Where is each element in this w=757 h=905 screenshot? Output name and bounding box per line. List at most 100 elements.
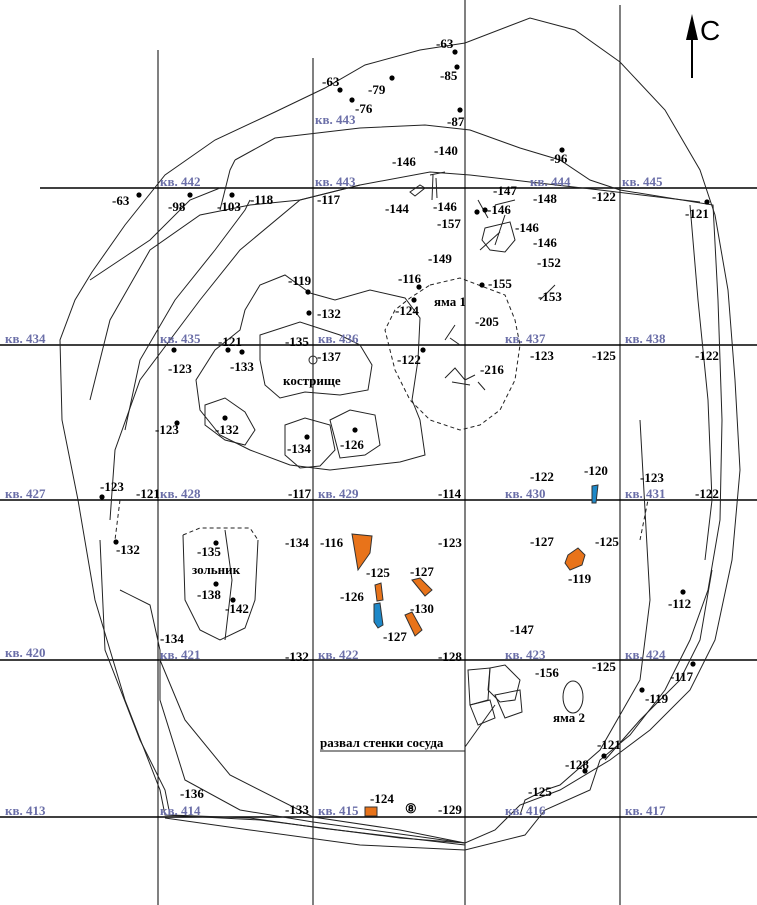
elevation-label: -123 xyxy=(640,470,664,485)
square-label: кв. 443 xyxy=(315,112,356,127)
elevation-label: -128 xyxy=(438,649,462,664)
elevation-label: -85 xyxy=(440,68,458,83)
elevation-point xyxy=(239,349,245,355)
square-label: кв. 445 xyxy=(622,174,663,189)
square-label: кв. 444 xyxy=(530,174,571,189)
elevation-point xyxy=(213,581,219,587)
square-label: кв. 443 xyxy=(315,174,356,189)
elevation-label: -152 xyxy=(537,255,561,270)
elevation-label: -119 xyxy=(645,691,669,706)
vessel-label: развал стенки сосуда xyxy=(320,735,444,750)
elevation-label: -126 xyxy=(340,437,364,452)
square-label: кв. 423 xyxy=(505,647,546,662)
elevation-label: -112 xyxy=(668,596,691,611)
feature-labels: яма 1 яма 2 кострище зольник развал стен… xyxy=(192,294,585,816)
blue-find xyxy=(373,602,384,629)
elevation-label: -79 xyxy=(368,82,386,97)
square-label: кв. 437 xyxy=(505,331,546,346)
elevation-point xyxy=(305,289,311,295)
square-label: кв. 430 xyxy=(505,486,546,501)
elevation-label: -125 xyxy=(592,348,616,363)
elevation-point xyxy=(229,192,235,198)
square-label: кв. 434 xyxy=(5,331,46,346)
elevation-label: -96 xyxy=(550,151,568,166)
elevation-point xyxy=(171,347,177,353)
elevation-point xyxy=(416,284,422,290)
square-label: кв. 420 xyxy=(5,645,46,660)
hearth-label: кострище xyxy=(283,373,341,388)
north-arrow: С xyxy=(686,14,720,78)
ceramic-finds xyxy=(351,484,599,817)
elevation-label: -117 xyxy=(317,192,341,207)
elevation-label: -135 xyxy=(197,544,221,559)
elevation-label: -63 xyxy=(112,193,130,208)
elevation-label: -124 xyxy=(395,303,419,318)
elevation-label: -121 xyxy=(218,334,242,349)
elevation-label: -122 xyxy=(695,486,719,501)
elevation-label: -146 xyxy=(515,220,539,235)
find-number: ⑧ xyxy=(405,801,417,816)
ashpit-contour xyxy=(182,527,259,641)
square-label: кв. 428 xyxy=(160,486,201,501)
ceramic-fragment xyxy=(364,806,378,817)
elevation-label: -120 xyxy=(584,463,608,478)
elevation-label: -137 xyxy=(317,349,341,364)
ceramic-fragment xyxy=(564,547,586,571)
elevation-point xyxy=(559,147,565,153)
square-label: кв. 427 xyxy=(5,486,46,501)
elevation-label: -76 xyxy=(355,101,373,116)
elevation-label: -124 xyxy=(370,791,394,806)
square-label: кв. 414 xyxy=(160,803,201,818)
square-label: кв. 435 xyxy=(160,331,201,346)
elevation-label: -87 xyxy=(447,114,465,129)
elevation-label: -98 xyxy=(168,199,186,214)
elevation-point xyxy=(454,64,460,70)
square-label: кв. 415 xyxy=(318,803,359,818)
elevation-labels: -63-85-63-79-76-87-140-146-96-63-98-103-… xyxy=(100,36,719,817)
elevation-label: -123 xyxy=(438,535,462,550)
elevation-label: -121 xyxy=(685,206,709,221)
square-label: кв. 417 xyxy=(625,803,666,818)
elevation-label: -216 xyxy=(480,362,504,377)
elevation-label: -156 xyxy=(535,665,559,680)
elevation-label: -118 xyxy=(250,192,274,207)
elevation-label: -125 xyxy=(366,565,390,580)
elevation-point xyxy=(680,589,686,595)
elevation-point xyxy=(222,415,228,421)
elevation-label: -123 xyxy=(168,361,192,376)
elevation-label: -125 xyxy=(528,784,552,799)
elevation-label: -123 xyxy=(155,422,179,437)
pit2-label: яма 2 xyxy=(553,710,585,725)
square-label: кв. 438 xyxy=(625,331,666,346)
elevation-point xyxy=(230,597,236,603)
elevation-label: -122 xyxy=(530,469,554,484)
elevation-label: -146 xyxy=(533,235,557,250)
elevation-point xyxy=(457,107,463,113)
elevation-label: -122 xyxy=(592,189,616,204)
elevation-point xyxy=(306,310,312,316)
elevation-label: -138 xyxy=(197,587,221,602)
elevation-point xyxy=(349,97,355,103)
elevation-label: -117 xyxy=(288,486,312,501)
elevation-label: -63 xyxy=(436,36,454,51)
elevation-label: -147 xyxy=(493,183,517,198)
elevation-point xyxy=(136,192,142,198)
elevation-label: -144 xyxy=(385,201,409,216)
elevation-label: -132 xyxy=(116,542,140,557)
square-label: кв. 424 xyxy=(625,647,666,662)
elevation-label: -130 xyxy=(410,601,434,616)
elevation-label: -127 xyxy=(383,629,407,644)
square-label: кв. 422 xyxy=(318,647,359,662)
elevation-label: -205 xyxy=(475,314,499,329)
elevation-label: -134 xyxy=(160,631,184,646)
elevation-point xyxy=(113,539,119,545)
elevation-label: -121 xyxy=(136,486,160,501)
elevation-point xyxy=(187,192,193,198)
square-label: кв. 421 xyxy=(160,647,201,662)
elevation-label: -122 xyxy=(397,352,421,367)
elevation-points xyxy=(99,49,710,774)
elevation-label: -142 xyxy=(225,601,249,616)
vessel-fragments xyxy=(464,664,584,748)
elevation-label: -119 xyxy=(288,273,312,288)
